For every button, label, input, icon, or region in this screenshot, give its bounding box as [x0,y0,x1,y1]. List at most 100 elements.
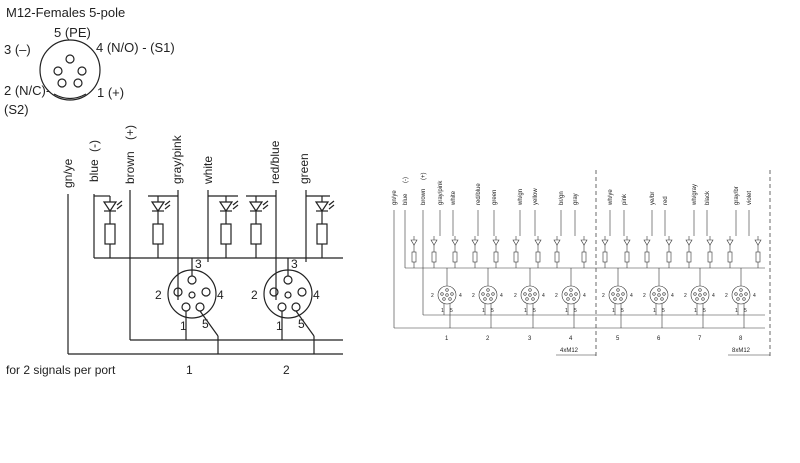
led-icon [471,239,479,246]
connector-pin [445,293,449,297]
wire-label: wh/ye [608,189,614,206]
wire-label: red/blue [476,183,482,205]
connector-pin [489,297,493,301]
connector-pin [619,297,623,301]
pin-number: 1 [612,308,615,314]
pin-number: 5 [703,308,706,314]
pin-number: 2 [725,293,728,299]
group-label: 8xM12 [732,348,751,354]
resistor-icon [686,251,692,263]
wire-label: pink [622,193,628,205]
pin-number: 2 [251,288,258,302]
pin-number: 3 [195,257,202,271]
pin-number: 2 [602,293,605,299]
resistor-icon [472,251,478,263]
wire-label: green [297,153,311,184]
connector-pin [533,292,537,296]
pin2-label: 2 (N/C)- [4,83,50,98]
connector-pin [654,297,658,301]
led-icon [706,239,714,246]
led-icon [534,239,542,246]
led-icon [218,196,239,258]
connector-pin [483,297,487,301]
led-icon [430,239,438,246]
led-icon [623,239,631,246]
pin-number: 4 [753,293,756,299]
connector-pin [574,292,578,296]
connector-pin [566,297,570,301]
pin3-label: 3 (–) [4,42,31,57]
wire-label: gn/ye [61,158,75,188]
connector-pin [486,288,490,292]
connector-pin [652,292,656,296]
led-icon [451,239,459,246]
pinout-title: M12-Females 5-pole [6,5,125,20]
port-number: 2 [283,363,290,377]
connector-pin [486,293,490,297]
connector-port-1 [167,258,219,354]
pin-number: 4 [583,293,586,299]
group-label: 4xM12 [560,348,579,354]
left-pin-labels: 2 3 4 1 5 2 3 4 1 5 [155,257,320,333]
left-wire-labels: gn/ye blue (-) brown (+) gray/pink white… [61,125,311,188]
connector-pin [736,297,740,301]
wire-label: (-) [403,177,409,183]
resistor-icon [493,251,499,263]
pin-number: 1 [694,308,697,314]
connector-pin [616,288,620,292]
port-number: 6 [657,336,661,342]
pin-number: 4 [500,293,503,299]
led-icon [410,239,418,246]
pin-number: 1 [735,308,738,314]
wire-label: (+) [421,172,427,180]
pin-number: 2 [155,288,162,302]
port-number: 1 [445,336,449,342]
led-icon [512,239,520,246]
led-icon [314,196,335,258]
resistor-icon [602,251,608,263]
connector-pin [450,292,454,296]
wire-label: (+) [123,125,137,140]
resistor-icon [707,251,713,263]
pin-number: 5 [621,308,624,314]
wire-label: gray/br [734,186,740,205]
connector-pin [742,297,746,301]
connector-pin [662,292,666,296]
led-icon [601,239,609,246]
wire-label: gn/ye [392,190,398,205]
wire-label: black [705,190,711,205]
resistor-icon [644,251,650,263]
connector-pin [739,288,743,292]
port-number: 2 [486,336,490,342]
resistor-icon [535,251,541,263]
pin-number: 3 [291,257,298,271]
connector-pin [695,297,699,301]
pin-number: 2 [555,293,558,299]
pin-number: 4 [459,293,462,299]
pin-number: 1 [653,308,656,314]
resistor-icon [624,251,630,263]
connector-pin [698,288,702,292]
resistor-icon [581,251,587,263]
pin-number: 5 [491,308,494,314]
pin-number: 1 [482,308,485,314]
connector-pin [698,293,702,297]
pin4-label: 4 (N/O) - (S1) [96,40,175,55]
wire-label: wh/gray [692,184,698,206]
wire-label: red/blue [268,140,282,184]
connector-pin [660,297,664,301]
connector-pin [613,297,617,301]
connector-pin [657,288,661,292]
connector-pin [445,288,449,292]
wire-label: blue [403,193,409,205]
left-wiring [67,190,343,355]
wire-label: br/gn [559,191,565,205]
wire-label: gray/pink [170,134,184,184]
connector-pin [569,288,573,292]
port-number: 7 [698,336,702,342]
connector-pin [611,292,615,296]
connector-pin [572,297,576,301]
wire-label: green [492,190,498,205]
